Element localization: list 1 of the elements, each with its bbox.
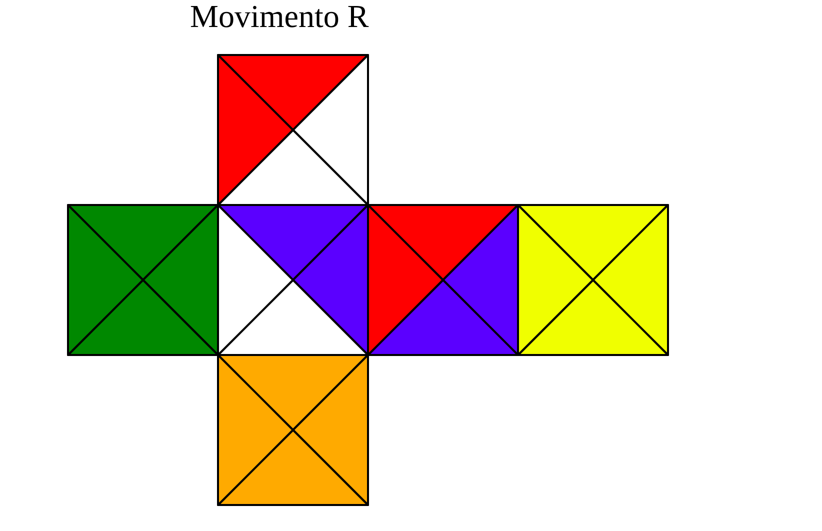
- title: Movimento R: [190, 0, 369, 35]
